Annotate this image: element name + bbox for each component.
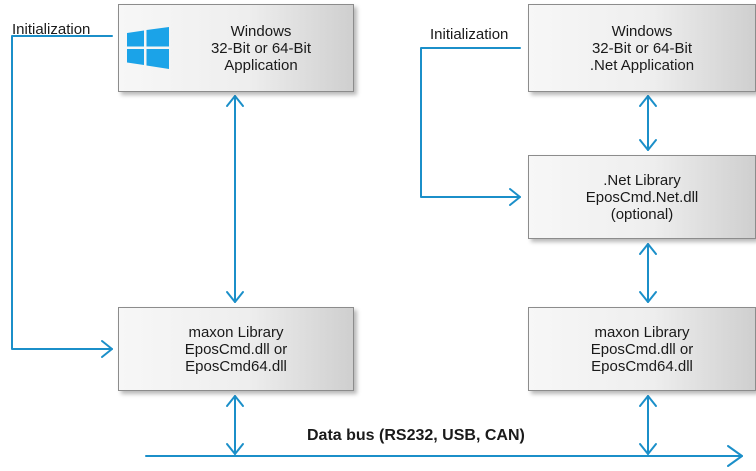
left-app-lib-arrow-down [226,291,244,303]
right-app-net-arrow-up [639,95,657,107]
box-line: .Net Library [603,171,681,189]
data-bus-label: Data bus (RS232, USB, CAN) [307,427,525,444]
right-lib-bus-arrow-up [639,395,657,407]
left-windows-app-box: Windows 32-Bit or 64-Bit Application [118,4,354,92]
right-net-app-box: Windows 32-Bit or 64-Bit .Net Applicatio… [528,4,756,92]
right-init-label: Initialization [430,26,509,43]
left-windows-app-text: Windows 32-Bit or 64-Bit Application [161,23,311,74]
right-net-lib-arrow-down [639,291,657,303]
left-maxon-library-box: maxon Library EposCmd.dll or EposCmd64.d… [118,307,354,391]
box-line: .Net Application [589,56,695,74]
box-line: maxon Library [188,323,284,341]
left-app-lib-arrow-up [226,95,244,107]
data-bus-arrowhead [727,445,743,467]
windows-logo-icon [127,27,169,69]
right-init-path [420,47,521,198]
box-line: 32-Bit or 64-Bit [210,39,312,57]
box-line: maxon Library [594,323,690,341]
right-lib-bus-arrow-down [639,443,657,455]
left-init-label: Initialization [12,21,91,38]
right-net-library-box: .Net Library EposCmd.Net.dll (optional) [528,155,756,239]
right-maxon-library-box: maxon Library EposCmd.dll or EposCmd64.d… [528,307,756,391]
left-lib-bus-arrow-down [226,443,244,455]
box-line: 32-Bit or 64-Bit [591,39,693,57]
box-line: Application [224,56,298,74]
left-init-arrowhead [101,340,113,358]
right-app-net-arrow-down [639,139,657,151]
left-lib-bus-arrow-up [226,395,244,407]
box-line: (optional) [610,205,674,223]
box-line: Windows [230,22,292,40]
right-init-arrowhead [509,188,521,206]
box-line: Windows [611,22,673,40]
left-init-path [11,35,113,350]
right-net-lib-arrow-up [639,243,657,255]
box-line: EposCmd.dll or [184,340,288,358]
box-line: EposCmd.dll or [590,340,694,358]
box-line: EposCmd.Net.dll [585,188,699,206]
box-line: EposCmd64.dll [591,357,693,375]
box-line: EposCmd64.dll [185,357,287,375]
